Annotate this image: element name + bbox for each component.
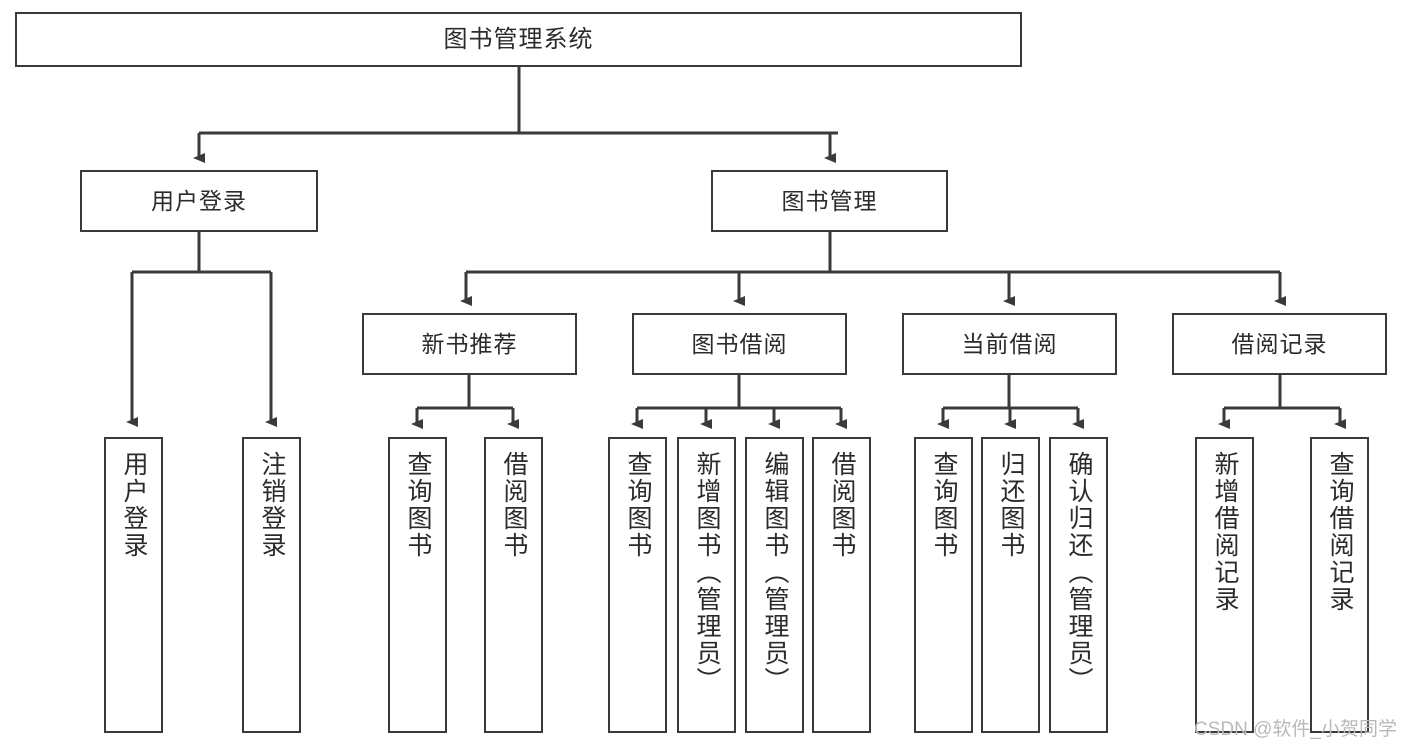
leaf-query-borrow-record[interactable]: 查询借阅记录 <box>1310 437 1369 733</box>
node-label: 查询图书 <box>624 451 652 559</box>
node-label: 新书推荐 <box>421 330 518 357</box>
watermark: CSDN @软件_小贺同学 <box>1194 719 1397 740</box>
leaf-query-books-recommend[interactable]: 查询图书 <box>388 437 447 733</box>
leaf-query-books-borrow[interactable]: 查询图书 <box>608 437 667 733</box>
node-label: 当前借阅 <box>961 330 1058 357</box>
leaf-user-login[interactable]: 用户登录 <box>104 437 163 733</box>
node-label: 借阅图书 <box>828 451 856 559</box>
leaf-return-books[interactable]: 归还图书 <box>981 437 1040 733</box>
leaf-add-book-admin[interactable]: 新增图书（管理员） <box>677 437 736 733</box>
leaf-add-borrow-record[interactable]: 新增借阅记录 <box>1195 437 1254 733</box>
node-user-login[interactable]: 用户登录 <box>80 170 318 232</box>
node-label: 用户登录 <box>151 187 247 214</box>
node-label: 确认归还（管理员） <box>1065 451 1093 694</box>
leaf-borrow-books[interactable]: 借阅图书 <box>812 437 871 733</box>
node-label: 查询图书 <box>930 451 958 559</box>
node-label: 归还图书 <box>997 451 1025 559</box>
node-label: 新增借阅记录 <box>1211 451 1239 613</box>
node-label: 编辑图书（管理员） <box>761 451 789 694</box>
node-new-book-recommend[interactable]: 新书推荐 <box>362 313 577 375</box>
node-borrow-records[interactable]: 借阅记录 <box>1172 313 1387 375</box>
node-label: 新增图书（管理员） <box>693 451 721 694</box>
node-label: 查询图书 <box>404 451 432 559</box>
leaf-confirm-return-admin[interactable]: 确认归还（管理员） <box>1049 437 1108 733</box>
node-current-borrow[interactable]: 当前借阅 <box>902 313 1117 375</box>
node-label: 图书借阅 <box>691 330 788 357</box>
leaf-borrow-books-recommend[interactable]: 借阅图书 <box>484 437 543 733</box>
leaf-query-books-current[interactable]: 查询图书 <box>914 437 973 733</box>
node-label: 借阅图书 <box>500 451 528 559</box>
node-label: 借阅记录 <box>1231 330 1328 357</box>
node-label: 图书管理系统 <box>443 25 594 53</box>
node-book-borrow[interactable]: 图书借阅 <box>632 313 847 375</box>
leaf-logout[interactable]: 注销登录 <box>242 437 301 733</box>
node-label: 图书管理 <box>781 187 878 214</box>
leaf-edit-book-admin[interactable]: 编辑图书（管理员） <box>745 437 804 733</box>
node-root-book-management-system[interactable]: 图书管理系统 <box>15 12 1022 67</box>
node-book-management[interactable]: 图书管理 <box>711 170 948 232</box>
node-label: 查询借阅记录 <box>1326 451 1354 613</box>
node-label: 注销登录 <box>258 451 286 559</box>
node-label: 用户登录 <box>120 451 148 559</box>
